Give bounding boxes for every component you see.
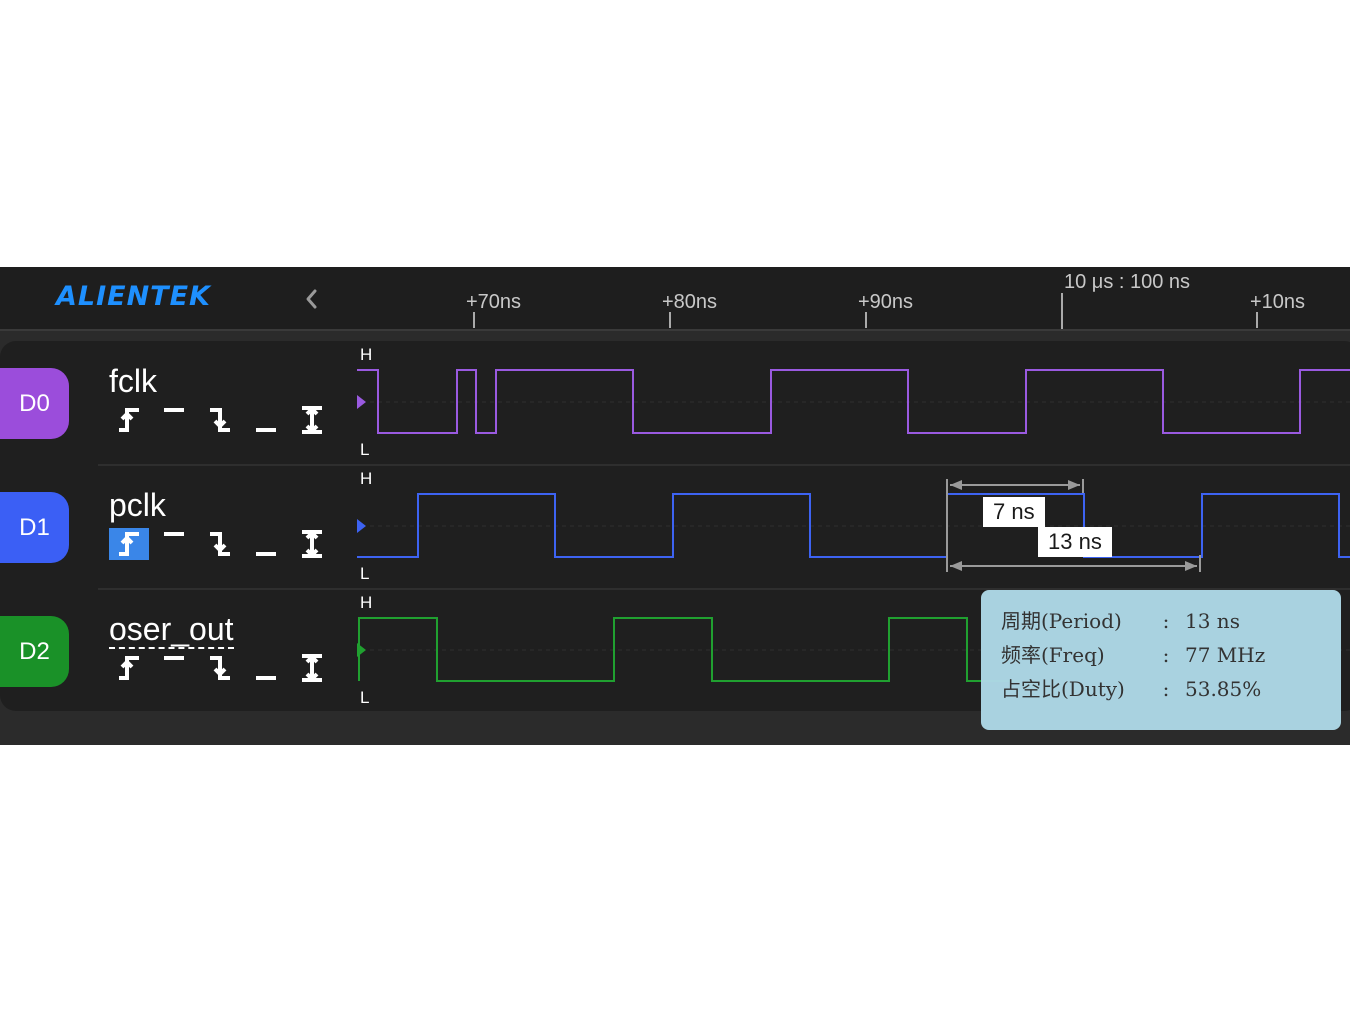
trigger-marker-d1 — [357, 519, 366, 533]
any-edge-icon[interactable] — [292, 528, 332, 560]
level-high-label: H — [360, 469, 373, 488]
waveform-pclk — [357, 493, 1350, 558]
period-measurement — [950, 555, 1201, 572]
trigger-marker-d0 — [357, 395, 366, 409]
channel-divider — [98, 588, 1350, 590]
channel-name-fclk[interactable]: fclk — [109, 363, 157, 399]
rising-edge-icon[interactable] — [109, 652, 149, 684]
trigger-selector-d2 — [109, 652, 339, 686]
time-ruler-header: ALIENTEK +70ns +80ns +90ns 10 μs : 100 n… — [0, 267, 1350, 331]
channel-badge-d2[interactable]: D2 — [0, 616, 69, 687]
high-time-label: 7 ns — [983, 497, 1045, 527]
channel-badge-d0[interactable]: D0 — [0, 368, 69, 439]
alientek-logo: ALIENTEK — [56, 281, 211, 312]
info-duty-value: 53.85% — [1185, 677, 1262, 701]
level-low-label: L — [360, 440, 370, 459]
time-scale-label: 10 μs : 100 ns — [1064, 271, 1191, 293]
info-duty-key: 占空比(Duty) — [1001, 677, 1125, 701]
period-label: 13 ns — [1038, 527, 1112, 557]
falling-edge-icon[interactable] — [200, 404, 240, 436]
any-edge-icon[interactable] — [292, 404, 332, 436]
channel-badge-d1[interactable]: D1 — [0, 492, 69, 563]
falling-edge-icon[interactable] — [200, 652, 240, 684]
level-high-label: H — [360, 345, 373, 364]
trigger-selector-d0 — [109, 404, 339, 438]
channel-name-pclk[interactable]: pclk — [109, 487, 166, 523]
waveform-fclk — [357, 369, 1350, 434]
level-low-label: L — [360, 564, 370, 583]
waveform-oser-out — [358, 617, 1020, 682]
time-tick-mark — [669, 312, 671, 328]
time-tick-label: +90ns — [858, 291, 914, 313]
high-time-measurement — [946, 479, 1084, 572]
falling-edge-icon[interactable] — [200, 528, 240, 560]
high-level-icon[interactable] — [154, 652, 194, 684]
time-tick-mark — [1256, 312, 1258, 328]
time-tick-label: +10ns — [1250, 291, 1306, 313]
info-separator: : — [1162, 677, 1170, 701]
low-level-icon[interactable] — [246, 652, 286, 684]
logic-analyzer-window: ALIENTEK +70ns +80ns +90ns 10 μs : 100 n… — [0, 267, 1350, 745]
time-tick-label: +80ns — [662, 291, 718, 313]
chevron-left-icon[interactable] — [300, 285, 324, 313]
level-high-label: H — [360, 593, 373, 612]
trigger-selector-d1 — [109, 528, 339, 562]
rising-edge-icon[interactable] — [109, 404, 149, 436]
info-period-value: 13 ns — [1185, 609, 1240, 633]
info-separator: : — [1162, 643, 1170, 667]
level-low-label: L — [360, 688, 370, 707]
info-freq-value: 77 MHz — [1185, 643, 1266, 667]
any-edge-icon[interactable] — [292, 652, 332, 684]
low-level-icon[interactable] — [246, 528, 286, 560]
rising-edge-icon[interactable] — [109, 528, 149, 560]
measurement-info-panel: 周期(Period):13 ns 频率(Freq):77 MHz 占空比(Dut… — [981, 590, 1341, 730]
channel-name-oser-out[interactable]: oser_out — [109, 611, 234, 649]
channel-divider — [98, 464, 1350, 466]
info-separator: : — [1162, 609, 1170, 633]
time-scale-marker — [1061, 293, 1063, 329]
info-period-key: 周期(Period) — [1001, 609, 1122, 633]
time-tick-mark — [865, 312, 867, 328]
info-freq-row: 频率(Freq):77 MHz — [1001, 640, 1265, 670]
low-level-icon[interactable] — [246, 404, 286, 436]
time-tick-label: +70ns — [466, 291, 522, 313]
info-duty-row: 占空比(Duty):53.85% — [1001, 674, 1261, 704]
info-freq-key: 频率(Freq) — [1001, 643, 1105, 667]
high-level-icon[interactable] — [154, 528, 194, 560]
high-level-icon[interactable] — [154, 404, 194, 436]
time-tick-mark — [473, 312, 475, 328]
info-period-row: 周期(Period):13 ns — [1001, 606, 1240, 636]
